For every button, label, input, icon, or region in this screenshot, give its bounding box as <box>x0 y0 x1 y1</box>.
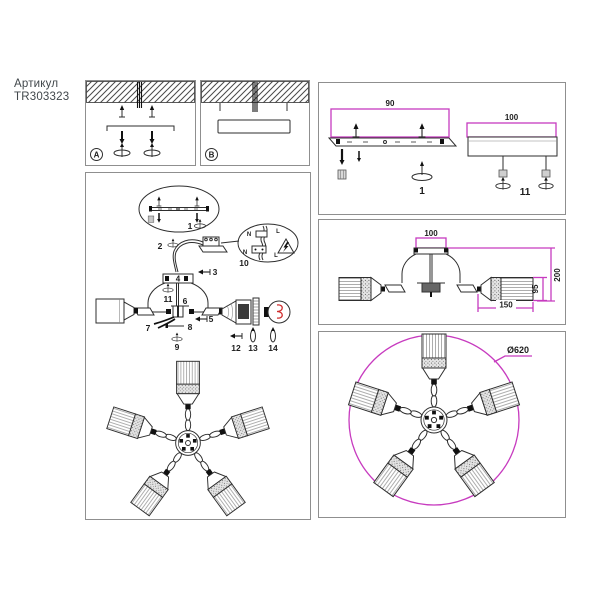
step-3-label: 3 <box>213 267 218 277</box>
chandelier-top-view <box>106 360 270 517</box>
article-code: TR303323 <box>14 91 70 103</box>
terminal-block <box>198 236 228 253</box>
step-11-label: 11 <box>164 294 173 304</box>
step-7-label: 7 <box>146 323 151 333</box>
panel-dimensions: 100 <box>318 219 566 325</box>
step-4-label: 4 <box>176 275 181 284</box>
screw-down-icon <box>148 130 156 145</box>
svg-text:A: A <box>94 150 100 159</box>
canopy-screw <box>498 156 508 178</box>
step-1-label: 1 <box>188 221 193 231</box>
mounting-bracket <box>327 137 458 147</box>
step-6-label: 6 <box>183 296 188 306</box>
canopy-screw <box>541 156 551 178</box>
step-13-label: 13 <box>248 343 258 353</box>
diameter-label: Ø620 <box>507 345 529 355</box>
wiring-detail-bubble: N L N L <box>237 223 299 263</box>
dim-box-100 <box>415 237 447 249</box>
hub-assembly <box>166 305 194 318</box>
bracket-ticks <box>219 103 288 111</box>
filament <box>276 304 283 319</box>
dim-150: 150 <box>477 294 534 312</box>
anchor-icon <box>417 122 427 138</box>
screw-down-icon <box>118 130 126 145</box>
turn-icon <box>113 142 131 158</box>
screw-left-icon <box>194 315 208 323</box>
terminal-l-bottom: L <box>274 253 278 259</box>
anchor-icon <box>118 104 126 118</box>
bulb <box>264 300 291 324</box>
supply-wires <box>172 239 204 273</box>
rotate-icon <box>250 327 256 343</box>
chandelier-top-view <box>348 333 520 498</box>
dim-100-label: 100 <box>505 113 519 122</box>
screw-icon <box>339 149 345 165</box>
screw-left-icon <box>229 332 243 340</box>
left-shade <box>338 276 385 302</box>
panel-hardware: 90 1 100 <box>318 82 566 215</box>
rotate-icon <box>270 327 276 343</box>
dim-200: 200 <box>448 247 562 302</box>
anchor-icon <box>148 104 156 118</box>
socket-assembly <box>219 297 260 326</box>
dim-box-90 <box>330 108 450 138</box>
pin-bolt <box>165 324 184 328</box>
wall-plug-icon <box>337 169 347 180</box>
turn-icon <box>162 283 174 293</box>
step-5-label: 5 <box>209 314 214 324</box>
terminal-n-top: N <box>247 232 251 238</box>
step-11-label: 11 <box>520 187 531 198</box>
canopy-assembly <box>162 273 194 306</box>
step-9-label: 9 <box>175 342 180 352</box>
step-12-label: 12 <box>231 343 241 353</box>
panel-footprint: Ø620 <box>318 331 566 518</box>
small-screw-icon <box>357 151 361 162</box>
side-view-frame <box>384 247 478 297</box>
panel-ceiling-step-a: A <box>85 80 196 166</box>
dim-box-100 <box>466 122 557 138</box>
step-badge-b: B <box>205 148 218 161</box>
canopy-plate <box>217 119 291 134</box>
step-10-label: 10 <box>239 258 249 268</box>
step-1-label: 1 <box>419 186 425 197</box>
svg-text:B: B <box>209 150 215 159</box>
svg-text:150: 150 <box>499 301 513 310</box>
anchor-icon <box>351 122 361 138</box>
step-14-label: 14 <box>268 343 278 353</box>
bracket-outline <box>106 125 175 131</box>
turn-icon <box>411 161 433 181</box>
terminal-n-bottom: N <box>243 250 247 256</box>
dim-100-label: 100 <box>424 229 438 238</box>
hub-wires <box>153 316 176 329</box>
diameter-leader <box>493 355 532 363</box>
turn-icon <box>495 176 511 191</box>
panel-assembly: 1 2 N L N L <box>85 172 311 520</box>
mains-wires <box>136 82 143 108</box>
arm-link <box>201 307 223 316</box>
step-badge-a: A <box>90 148 103 161</box>
screw-left-icon <box>197 268 211 276</box>
svg-text:95: 95 <box>531 284 540 293</box>
article-label: Артикул <box>14 78 59 90</box>
turn-icon <box>143 142 161 158</box>
turn-icon <box>538 176 554 191</box>
turn-icon <box>167 238 179 248</box>
panel-ceiling-step-b: B <box>200 80 310 166</box>
mains-wires <box>252 82 258 112</box>
ceiling-hatch <box>86 81 195 103</box>
turn-icon <box>171 332 183 342</box>
electric-warning-icon <box>277 237 295 254</box>
canopy-bar <box>467 136 558 157</box>
terminal-l-top: L <box>276 229 280 235</box>
shade-exploded <box>95 298 138 324</box>
dim-90-label: 90 <box>386 99 395 108</box>
svg-text:200: 200 <box>553 268 562 282</box>
article-block: Артикул TR303323 <box>14 78 69 104</box>
step-8-label: 8 <box>188 322 193 332</box>
right-shade <box>477 276 534 302</box>
step-2-label: 2 <box>158 241 163 251</box>
bracket-detail-bubble: 1 <box>138 185 220 233</box>
